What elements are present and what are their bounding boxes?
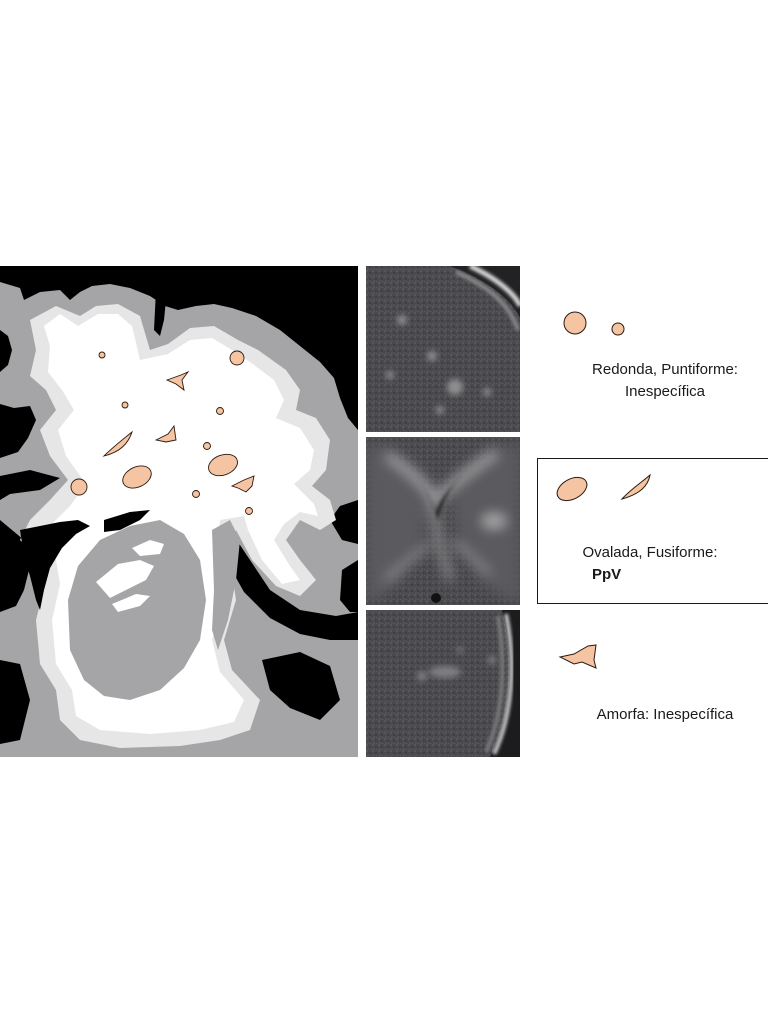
sulcus bbox=[154, 290, 166, 336]
mri-image-amorfa bbox=[366, 610, 520, 757]
fusiform-lesion-icon bbox=[620, 473, 651, 500]
lesions bbox=[70, 350, 255, 515]
sulcus bbox=[0, 404, 36, 458]
lateral-ventricle bbox=[20, 520, 90, 610]
internal-capsule bbox=[132, 540, 164, 556]
legend-markers bbox=[556, 311, 651, 669]
round-lesion-marker bbox=[98, 351, 106, 359]
mri-image-ovalada bbox=[366, 437, 520, 605]
oval-lesion-icon bbox=[556, 476, 588, 502]
round-lesion-marker bbox=[121, 401, 129, 409]
highlight-box bbox=[537, 458, 768, 604]
sulcus bbox=[0, 330, 12, 372]
oval-lesion-marker bbox=[208, 453, 238, 477]
amorphous-lesion-marker bbox=[154, 424, 177, 443]
sulcus bbox=[330, 500, 358, 544]
round-lesion-marker bbox=[70, 478, 88, 496]
round-lesion-marker bbox=[229, 350, 245, 366]
internal-capsule bbox=[112, 594, 150, 612]
amorphous-lesion-icon bbox=[558, 644, 597, 669]
insula bbox=[212, 520, 240, 650]
basal-ganglia bbox=[68, 520, 206, 700]
caption-amorfa: Amorfa: Inespecífica bbox=[560, 704, 768, 726]
sulcus bbox=[0, 660, 30, 744]
caption-ovalada-line1: Ovalada, Fusiforme: bbox=[582, 544, 718, 561]
caption-ovalada-line2: PpV bbox=[592, 566, 622, 583]
round-lesion-marker bbox=[216, 407, 224, 415]
punctate-lesion-icon bbox=[611, 322, 625, 336]
brain-schematic bbox=[0, 266, 358, 757]
sulcus bbox=[0, 470, 60, 500]
fusiform-lesion-marker bbox=[102, 430, 133, 457]
caption-redonda-line1: Redonda, Puntiforme: bbox=[592, 361, 738, 378]
round-lesion-icon bbox=[563, 311, 587, 335]
sulcus bbox=[226, 530, 358, 640]
round-lesion-marker bbox=[203, 442, 211, 450]
sulcus bbox=[262, 652, 340, 720]
amorphous-lesion-marker bbox=[230, 475, 255, 493]
caption-ovalada: Ovalada, Fusiforme: PpV bbox=[545, 542, 755, 586]
mri-image-redonda bbox=[366, 266, 520, 432]
caption-amorfa-line1: Amorfa: Inespecífica bbox=[596, 706, 734, 723]
oval-lesion-marker bbox=[122, 465, 152, 489]
caption-redonda: Redonda, Puntiforme: Inespecífica bbox=[540, 359, 768, 403]
internal-capsule bbox=[96, 560, 154, 598]
amorphous-lesion-marker bbox=[165, 370, 190, 392]
caption-redonda-line2: Inespecífica bbox=[624, 383, 706, 400]
round-lesion-marker bbox=[245, 507, 253, 515]
round-lesion-marker bbox=[192, 490, 200, 498]
lateral-ventricle bbox=[104, 510, 150, 532]
